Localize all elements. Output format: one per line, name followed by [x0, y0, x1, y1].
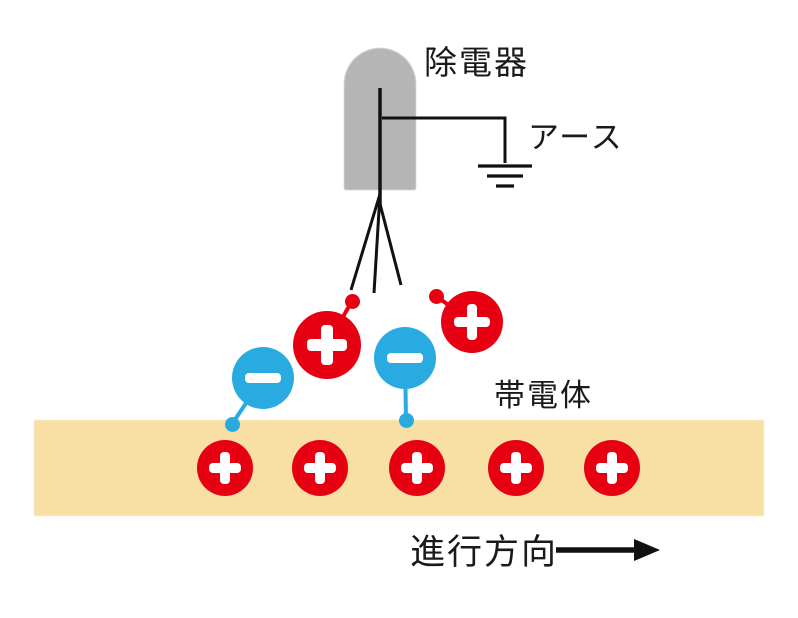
- discharge-needle-lines: [349, 193, 403, 294]
- travel-direction-label: 進行方向: [410, 533, 559, 572]
- minus-icon: [387, 352, 423, 364]
- minus-charge: [232, 347, 294, 409]
- static-eliminator-label: 除電器: [424, 44, 529, 81]
- plus-charge: [292, 440, 348, 496]
- plus-icon: [315, 451, 325, 485]
- plus-icon: [466, 304, 478, 340]
- plus-charge: [584, 440, 640, 496]
- direction-arrow: [556, 539, 660, 561]
- plus-charge: [197, 440, 253, 496]
- plus-charge: [441, 291, 503, 353]
- plus-icon: [220, 451, 230, 485]
- plus-icon: [607, 451, 617, 485]
- minus-charge: [374, 327, 436, 389]
- plus-charge: [389, 440, 445, 496]
- ground-symbol: [478, 164, 532, 188]
- plus-icon: [412, 451, 422, 485]
- plus-charge: [488, 440, 544, 496]
- charge-tail-dot: [344, 293, 360, 309]
- charge-tail-dot: [428, 288, 444, 304]
- minus-icon: [245, 372, 281, 384]
- charged-body-label: 帯電体: [494, 378, 593, 413]
- charge-tail-dot: [398, 412, 414, 428]
- plus-icon: [321, 325, 333, 365]
- plus-icon: [511, 451, 521, 485]
- ground-wire: [382, 116, 507, 163]
- earth-ground-label: アース: [528, 120, 624, 155]
- charge-tail-dot: [224, 416, 240, 432]
- plus-charge: [293, 311, 361, 379]
